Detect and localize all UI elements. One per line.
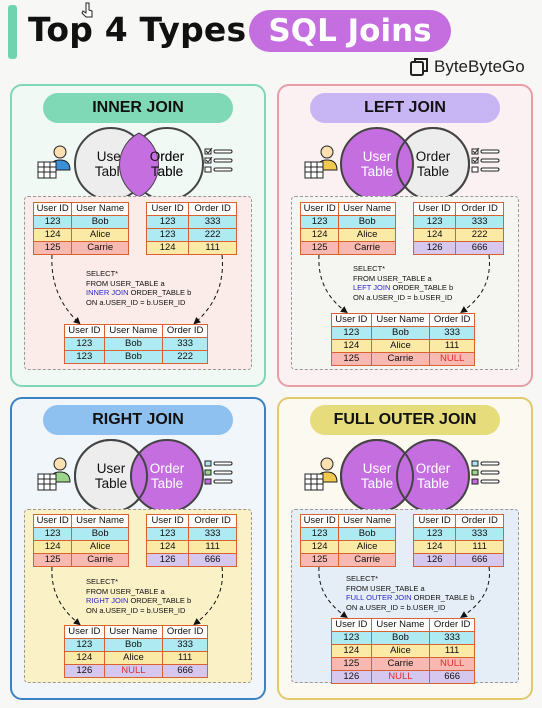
right-venn: User Table Order Table	[74, 439, 206, 517]
order-table-circle-label: Order Table	[149, 149, 185, 179]
inner-join-title: INNER JOIN	[43, 93, 233, 123]
inner-sql-query: SELECT* FROM USER_TABLE a INNER JOIN ORD…	[86, 269, 192, 307]
brand: ByteByteGo	[410, 56, 525, 78]
user-person-icon	[304, 145, 338, 179]
order-table-circle: Order Table	[130, 439, 204, 513]
cursor-icon	[80, 2, 94, 27]
user-person-icon	[304, 457, 338, 491]
inner-venn: User Table Order Table Order Table	[74, 127, 206, 205]
checklist-icon	[471, 147, 500, 173]
col-header-user-id: User ID	[32, 202, 73, 216]
user-table-circle-outline	[74, 439, 148, 513]
page-title-highlight: SQL Joins	[249, 10, 451, 52]
col-header-user-id: User ID	[145, 202, 190, 216]
title-accent-bar	[8, 5, 17, 59]
checklist-icon	[204, 147, 233, 173]
checklist-icon	[204, 460, 233, 485]
user-table-circle: User Table	[340, 127, 414, 201]
outer-venn: User Table Order Table	[340, 439, 472, 517]
left-venn: Order Table User Table	[340, 127, 472, 205]
page-title: Top 4 Types	[28, 10, 247, 49]
left-join-title: LEFT JOIN	[310, 93, 500, 123]
user-table-circle-outline	[340, 439, 414, 513]
brand-name: ByteByteGo	[434, 57, 525, 76]
right-sql-query: SELECT* FROM USER_TABLE a RIGHT JOIN ORD…	[86, 577, 192, 615]
col-header-user-name: User Name	[71, 202, 129, 216]
full-outer-join-title: FULL OUTER JOIN	[310, 405, 500, 435]
user-person-icon	[37, 457, 71, 491]
outer-sql-query: SELECT* FROM USER_TABLE a FULL OUTER JOI…	[346, 574, 475, 612]
left-sql-query: SELECT* FROM USER_TABLE a LEFT JOIN ORDE…	[353, 264, 454, 302]
checklist-icon	[471, 460, 500, 485]
right-join-title: RIGHT JOIN	[43, 405, 233, 435]
user-person-icon	[37, 145, 71, 179]
bytebytego-logo-icon	[410, 58, 428, 76]
col-header-order-id: Order ID	[188, 202, 237, 216]
order-table-circle-outline	[396, 127, 470, 201]
